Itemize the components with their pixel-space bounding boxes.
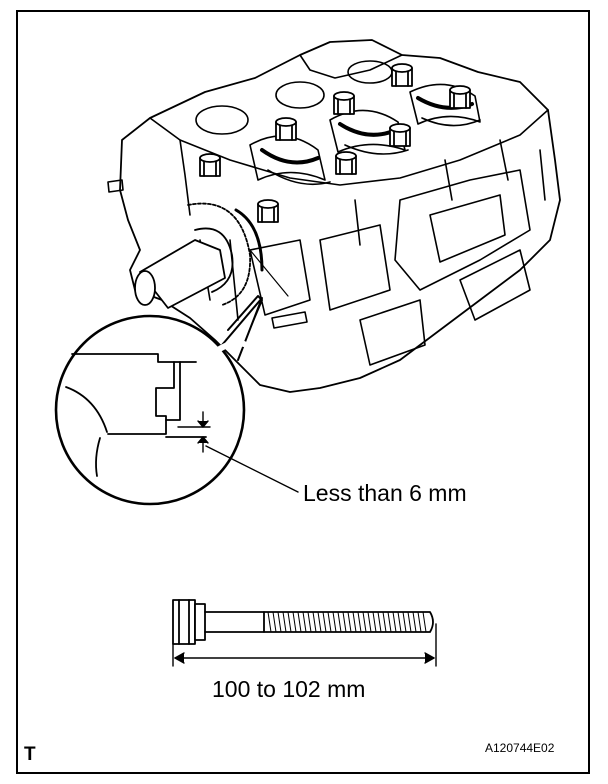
bearing-bolt bbox=[275, 117, 297, 141]
figure-code: A120744E02 bbox=[485, 741, 555, 755]
bolt-illustration bbox=[172, 599, 434, 645]
clearance-dimension bbox=[177, 411, 299, 493]
bolt-length-label: 100 to 102 mm bbox=[212, 676, 366, 702]
bearing-bolt bbox=[257, 199, 279, 223]
detail-bolt-seat-profile bbox=[65, 353, 207, 477]
detail-callout-circle bbox=[54, 295, 263, 506]
clearance-label: Less than 6 mm bbox=[303, 480, 467, 506]
bearing-bolt bbox=[389, 123, 411, 147]
length-dimension-line bbox=[172, 623, 437, 667]
bearing-bolt bbox=[391, 63, 413, 87]
bearing-bolt bbox=[449, 85, 471, 109]
corner-mark: T bbox=[24, 744, 36, 765]
bearing-bolt bbox=[333, 91, 355, 115]
crankshaft-nose bbox=[134, 202, 289, 309]
bearing-bolt bbox=[199, 153, 221, 177]
bearing-bolt bbox=[335, 151, 357, 175]
main-bearing-bolts bbox=[199, 63, 471, 223]
